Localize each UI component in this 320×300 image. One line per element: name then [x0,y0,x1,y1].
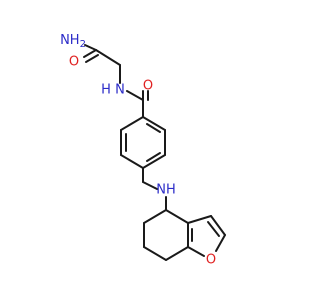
bond-ring-inner-1 [146,123,161,133]
amine-nh-label: NH [156,183,176,198]
furan-o-label: O [206,253,216,268]
bonds [83,44,226,261]
bond-cy-4 [165,246,189,261]
structure-diagram: NH2 O N H O NH O [60,33,226,268]
bond-ring-1 [142,116,166,131]
atom-labels: NH2 O N H O NH O [60,33,216,268]
molecule-canvas: NH2 O N H O NH O [60,32,226,268]
bond-cy-1 [143,209,167,224]
bond-c-o-top-a [83,49,97,58]
bond-fu-4 [187,246,205,257]
bond-n-c-amide [126,90,144,101]
bond-fu-1 [187,215,212,224]
amide-o-top-label: O [69,55,79,70]
bond-fu-3 [215,234,226,252]
bond-c-ch2 [95,49,121,66]
bond-ring-3 [142,154,166,169]
bond-ch2-nh [142,181,158,190]
bond-nh2-c [84,44,97,51]
amide-n-label: N [115,83,125,98]
bond-c-o-top-b [85,54,99,63]
amide-nh2-label: NH2 [60,33,86,50]
amide-n-h-label: H [101,83,111,98]
bond-ring-inner-2 [146,152,161,162]
amide-o-right-label: O [143,79,153,94]
bond-cy-3 [143,246,167,261]
bond-ring-4 [120,154,144,169]
bond-ring-6 [120,116,144,131]
bond-fu-2 [210,215,226,236]
bond-fu-2b [207,221,220,237]
bond-cy-6 [165,209,189,224]
